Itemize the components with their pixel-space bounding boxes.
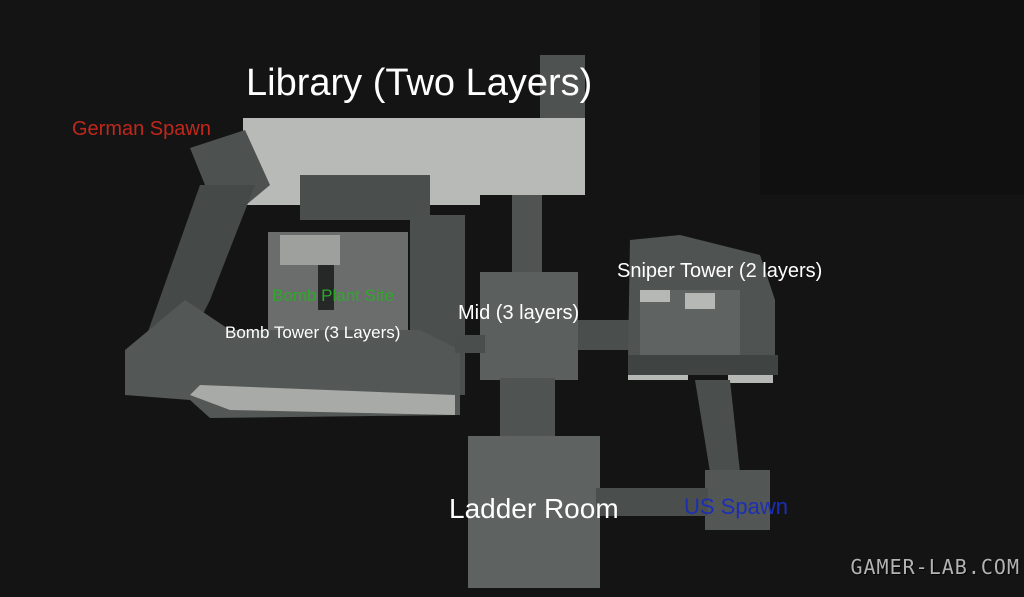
mid-north-corridor — [512, 195, 542, 285]
mid-label: Mid (3 layers) — [458, 302, 580, 324]
bomb-plant-site-label: Bomb Plant Site — [272, 286, 394, 305]
us-spawn-label: US Spawn — [684, 494, 788, 519]
mid-block — [480, 272, 578, 380]
sniper-tower-window-2 — [685, 293, 715, 309]
mid-connector-west — [455, 335, 485, 353]
bomb-tower-inner — [318, 265, 334, 310]
watermark-logo: GAMER-LAB.COM — [850, 555, 1020, 579]
southwest-loop-light — [190, 385, 455, 415]
ladder-to-us-spawn-corridor — [596, 488, 708, 516]
sniper-tower-window-1 — [640, 290, 670, 302]
german-spawn-label: German Spawn — [72, 118, 211, 140]
us-spawn-room — [705, 470, 770, 530]
east-corridor — [695, 380, 740, 472]
ladder-room-label: Ladder Room — [449, 493, 619, 524]
mid-connector-east — [578, 320, 633, 350]
library-top-wall — [243, 55, 585, 118]
ladder-room — [468, 436, 600, 588]
bomb-tower-top — [280, 235, 340, 265]
sniper-tower-base — [628, 355, 778, 375]
bomb-tower-label: Bomb Tower (3 Layers) — [225, 323, 401, 342]
library-label: Library (Two Layers) — [246, 62, 593, 104]
sniper-tower-label: Sniper Tower (2 layers) — [617, 260, 823, 282]
library-lower-floor — [300, 175, 430, 220]
background-dark-panel — [760, 0, 1024, 195]
